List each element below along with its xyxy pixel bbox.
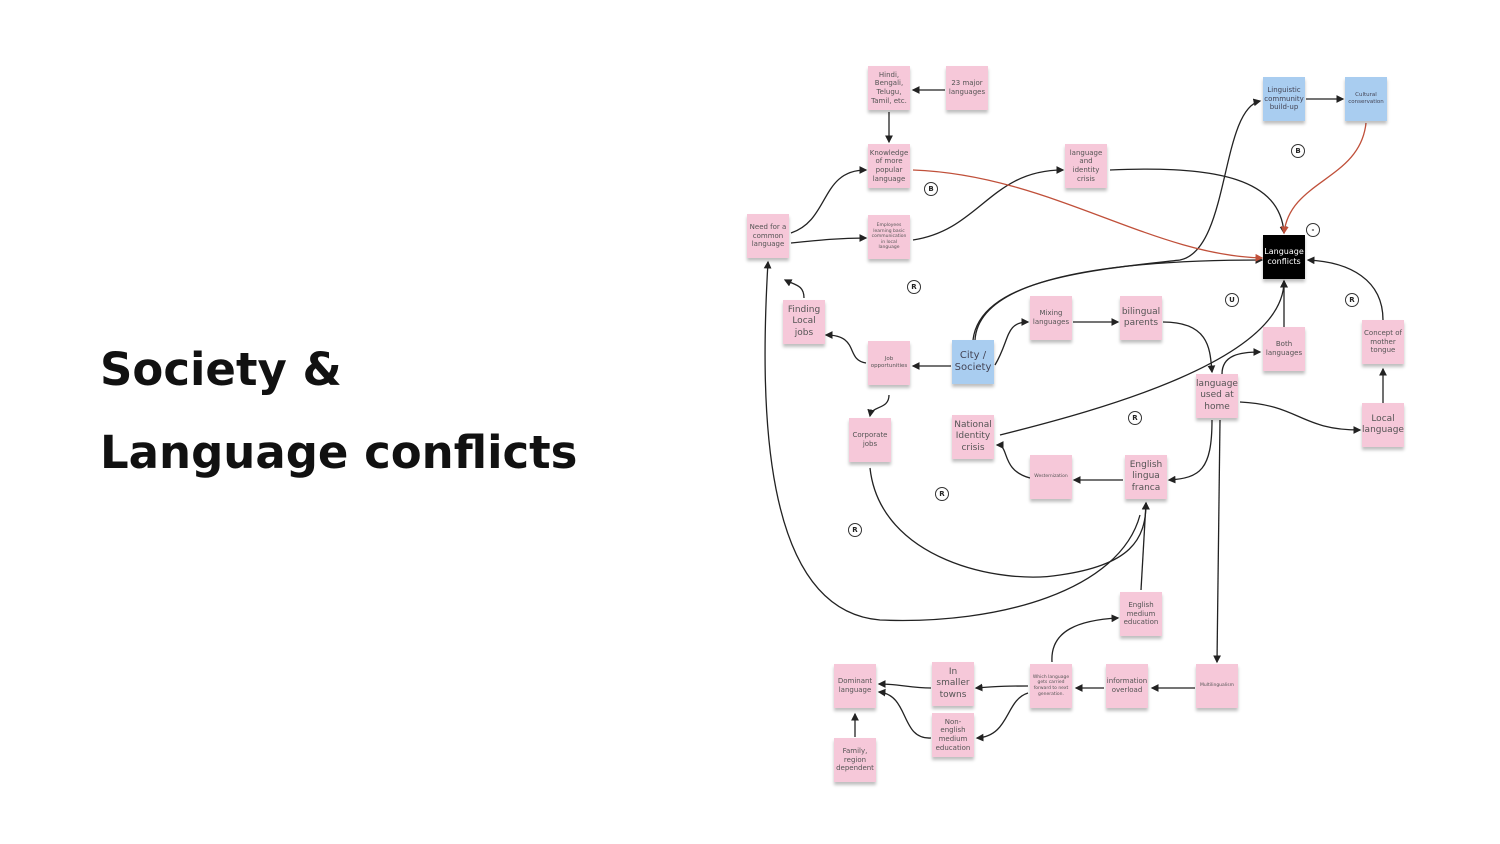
slide-title-line-2: Language conflicts xyxy=(100,426,578,479)
link xyxy=(1213,419,1221,664)
loop-marker-reinforcing: R xyxy=(935,487,949,501)
loop-marker-negative: - xyxy=(1306,223,1320,237)
note-both-languages[interactable]: Both languages xyxy=(1263,327,1305,371)
link xyxy=(783,279,805,299)
negative-link xyxy=(1280,122,1367,235)
note-english-medium-education[interactable]: English medium education xyxy=(1120,592,1162,636)
link xyxy=(974,683,1029,692)
note-language-conflicts[interactable]: Language conflicts xyxy=(1263,235,1305,279)
link xyxy=(790,166,868,234)
loop-marker-reinforcing: R xyxy=(907,280,921,294)
note-which-language-carried-forward[interactable]: Which language gets carried forward to n… xyxy=(1030,664,1072,708)
note-information-overload[interactable]: information overload xyxy=(1106,664,1148,708)
note-language-used-at-home[interactable]: language used at home xyxy=(1196,374,1238,418)
note-multilingualism[interactable]: Multilingualism xyxy=(1196,664,1238,708)
link xyxy=(1167,419,1213,484)
note-national-identity-crisis[interactable]: National Identity crisis xyxy=(952,415,994,459)
note-family-region-dependent[interactable]: Family, region dependent xyxy=(834,738,876,782)
link xyxy=(972,98,1262,341)
link xyxy=(869,467,1150,578)
note-dominant-language[interactable]: Dominant language xyxy=(834,664,876,708)
link xyxy=(1109,168,1288,235)
note-23-major-languages[interactable]: 23 major languages xyxy=(946,66,988,110)
link xyxy=(824,331,867,364)
note-language-identity-crisis[interactable]: language and identity crisis xyxy=(1065,144,1107,188)
link xyxy=(1221,348,1262,375)
note-linguistic-community[interactable]: Linguistic community build-up xyxy=(1263,77,1305,121)
link xyxy=(1306,256,1384,321)
link xyxy=(994,318,1030,366)
loop-marker-u: U xyxy=(1225,293,1239,307)
link xyxy=(974,256,1264,341)
loop-marker-reinforcing: R xyxy=(848,523,862,537)
link xyxy=(763,260,1141,622)
note-knowledge-popular-language[interactable]: Knowledge of more popular language xyxy=(868,144,910,188)
note-job-opportunities[interactable]: Job opportunities xyxy=(868,341,910,385)
link xyxy=(1051,614,1120,663)
loop-marker-balancing: B xyxy=(924,182,938,196)
note-local-language[interactable]: Local language xyxy=(1362,403,1404,447)
link xyxy=(912,166,1065,241)
note-corporate-jobs[interactable]: Corporate jobs xyxy=(849,418,891,462)
note-need-common-language[interactable]: Need for a common language xyxy=(747,214,789,258)
link xyxy=(867,394,890,418)
note-cultural-conservation[interactable]: Cultural conservation xyxy=(1345,77,1387,121)
loop-marker-balancing: B xyxy=(1291,144,1305,158)
link xyxy=(1162,321,1216,374)
link xyxy=(995,441,1031,479)
link xyxy=(790,234,868,244)
link xyxy=(975,692,1029,742)
note-bilingual-parents[interactable]: bilingual parents xyxy=(1120,296,1162,340)
note-non-english-medium[interactable]: Non-english medium education xyxy=(932,713,974,757)
note-westernization[interactable]: Westernization xyxy=(1030,455,1072,499)
link xyxy=(1239,401,1362,434)
note-city-society[interactable]: City / Society xyxy=(952,340,994,384)
note-in-smaller-towns[interactable]: In smaller towns xyxy=(932,662,974,706)
slide-title-line-1: Society & xyxy=(100,343,342,396)
link xyxy=(877,680,932,689)
loop-marker-reinforcing: R xyxy=(1128,411,1142,425)
note-mixing-languages[interactable]: Mixing languages xyxy=(1030,296,1072,340)
note-employees-learning[interactable]: Employees learning basic communication i… xyxy=(868,215,910,259)
note-english-lingua-franca[interactable]: English lingua franca xyxy=(1125,455,1167,499)
loop-marker-reinforcing: R xyxy=(1345,293,1359,307)
note-mother-tongue[interactable]: Concept of mother tongue xyxy=(1362,320,1404,364)
link xyxy=(999,279,1288,436)
note-hindi[interactable]: Hindi, Bengali, Telugu, Tamil, etc. xyxy=(868,66,910,110)
negative-link xyxy=(912,169,1264,262)
note-finding-local-jobs[interactable]: Finding Local jobs xyxy=(783,300,825,344)
link xyxy=(877,688,932,739)
